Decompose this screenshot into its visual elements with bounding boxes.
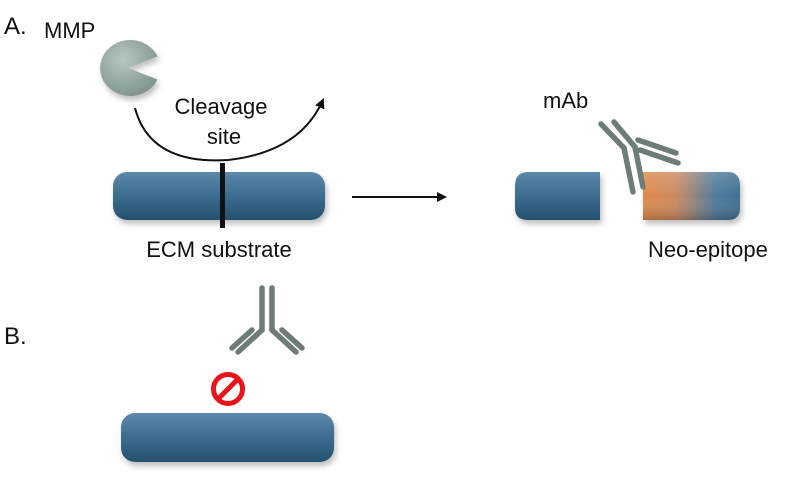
pacman-enzyme-icon <box>100 40 158 97</box>
cleavage-arc-arrow <box>134 98 325 162</box>
intact-substrate-rod <box>121 413 334 462</box>
ecm-substrate-label: ECM substrate <box>146 237 292 262</box>
y-antibody-icon <box>229 285 305 355</box>
cleavage-label-line2: site <box>207 124 241 149</box>
panel-a-label: A. <box>4 13 27 40</box>
panel-b-label: B. <box>4 323 27 350</box>
ecm-substrate-rod <box>113 172 325 220</box>
prohibited-icon <box>211 372 245 406</box>
neo-epitope-fragment <box>643 172 740 220</box>
mab-label: mAb <box>543 88 588 113</box>
cleavage-site-marker <box>220 163 225 228</box>
mmp-label: MMP <box>44 18 95 43</box>
cleavage-label-line1: Cleavage <box>175 94 268 119</box>
neo-epitope-label: Neo-epitope <box>648 237 768 262</box>
cleaved-fragment-left <box>515 172 600 220</box>
y-antibody-icon <box>598 119 681 195</box>
